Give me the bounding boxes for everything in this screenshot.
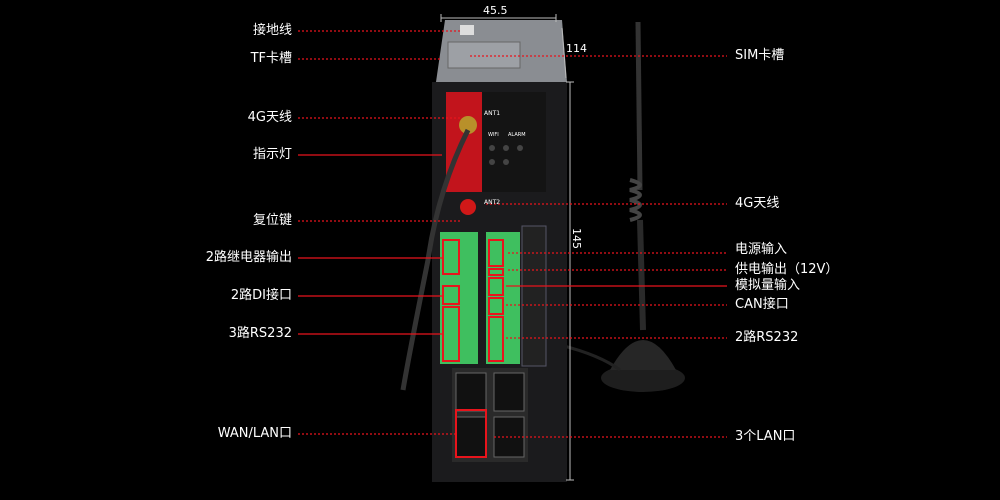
label-di: 2路DI接口 [230,288,292,303]
label-4g-antenna-left: 4G天线 [247,110,292,125]
label-analog: 模拟量输入 [735,278,801,293]
antenna [559,21,685,392]
label-can: CAN接口 [735,297,789,312]
ant2-label: ANT2 [484,199,501,206]
ant1-label: ANT1 [484,110,501,117]
label-sim-slot: SIM卡槽 [735,48,785,63]
width-dimension: 45.5 [483,4,508,17]
label-tf-slot: TF卡槽 [250,51,292,66]
label-rs232-3: 3路RS232 [228,326,292,341]
label-reset: 复位键 [252,213,292,228]
height-dimension: 145 [570,228,583,249]
depth-dimension: 114 [566,42,587,55]
label-4g-antenna-right: 4G天线 [735,196,780,211]
label-power-out: 供电输出（12V） [735,262,839,277]
label-rs232-2: 2路RS232 [735,330,799,345]
label-power-in: 电源输入 [735,242,788,257]
label-ground: 接地线 [252,23,292,38]
label-wan-lan: WAN/LAN口 [217,426,292,441]
wifi-label: WIFI [488,132,499,138]
label-relay: 2路继电器输出 [205,250,292,265]
alarm-label: ALARM [508,132,526,138]
label-indicator: 指示灯 [252,147,292,162]
label-lan-3: 3个LAN口 [735,429,796,444]
